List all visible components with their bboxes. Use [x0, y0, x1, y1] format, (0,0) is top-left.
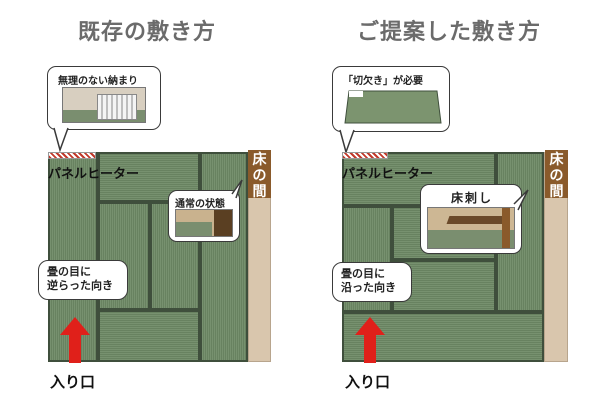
right-side-bubble-tail — [513, 189, 529, 211]
normal-state-photo — [175, 209, 233, 237]
right-panel-heater — [342, 152, 388, 159]
left-heater-label: パネルヒーター — [48, 167, 140, 182]
right-top-bubble-text: 「切欠き」が必要 — [343, 76, 423, 87]
notched-mat-icon — [344, 90, 442, 124]
heater-photo — [62, 87, 146, 123]
left-top-bubble: 無理のない納まり — [47, 66, 161, 130]
up-arrow-icon — [60, 317, 90, 363]
left-side-bubble-text: 通常の状態 — [175, 199, 225, 210]
right-heater-label: パネルヒーター — [342, 167, 434, 182]
right-grain-bubble: 畳の目に 沿った向き — [332, 262, 412, 302]
tokosashi-photo — [427, 207, 515, 249]
right-alcove-label: 床の間 — [545, 150, 568, 200]
heater-icon — [97, 94, 137, 120]
right-side-bubble: 床刺し — [420, 184, 522, 254]
right-top-bubble: 「切欠き」が必要 — [332, 66, 450, 132]
up-arrow-icon — [355, 317, 385, 363]
left-grain-bubble: 畳の目に 逆らった向き — [38, 260, 128, 300]
right-title: ご提案した敷き方 — [357, 20, 542, 45]
right-grain-bubble-text: 畳の目に 沿った向き — [341, 267, 396, 294]
left-top-bubble-text: 無理のない納まり — [58, 76, 138, 87]
left-top-bubble-tail — [53, 127, 69, 153]
left-entrance-label: 入り口 — [50, 373, 96, 391]
left-mat-bottom — [98, 310, 200, 362]
right-entrance-label: 入り口 — [345, 373, 391, 391]
left-grain-bubble-text: 畳の目に 逆らった向き — [47, 265, 113, 292]
left-alcove-label: 床の間 — [248, 150, 271, 200]
left-side-bubble: 通常の状態 — [168, 190, 240, 242]
right-side-bubble-text: 床刺し — [451, 191, 494, 205]
left-panel-heater — [48, 152, 96, 159]
left-side-bubble-tail — [231, 179, 243, 199]
left-title: 既存の敷き方 — [78, 20, 217, 45]
